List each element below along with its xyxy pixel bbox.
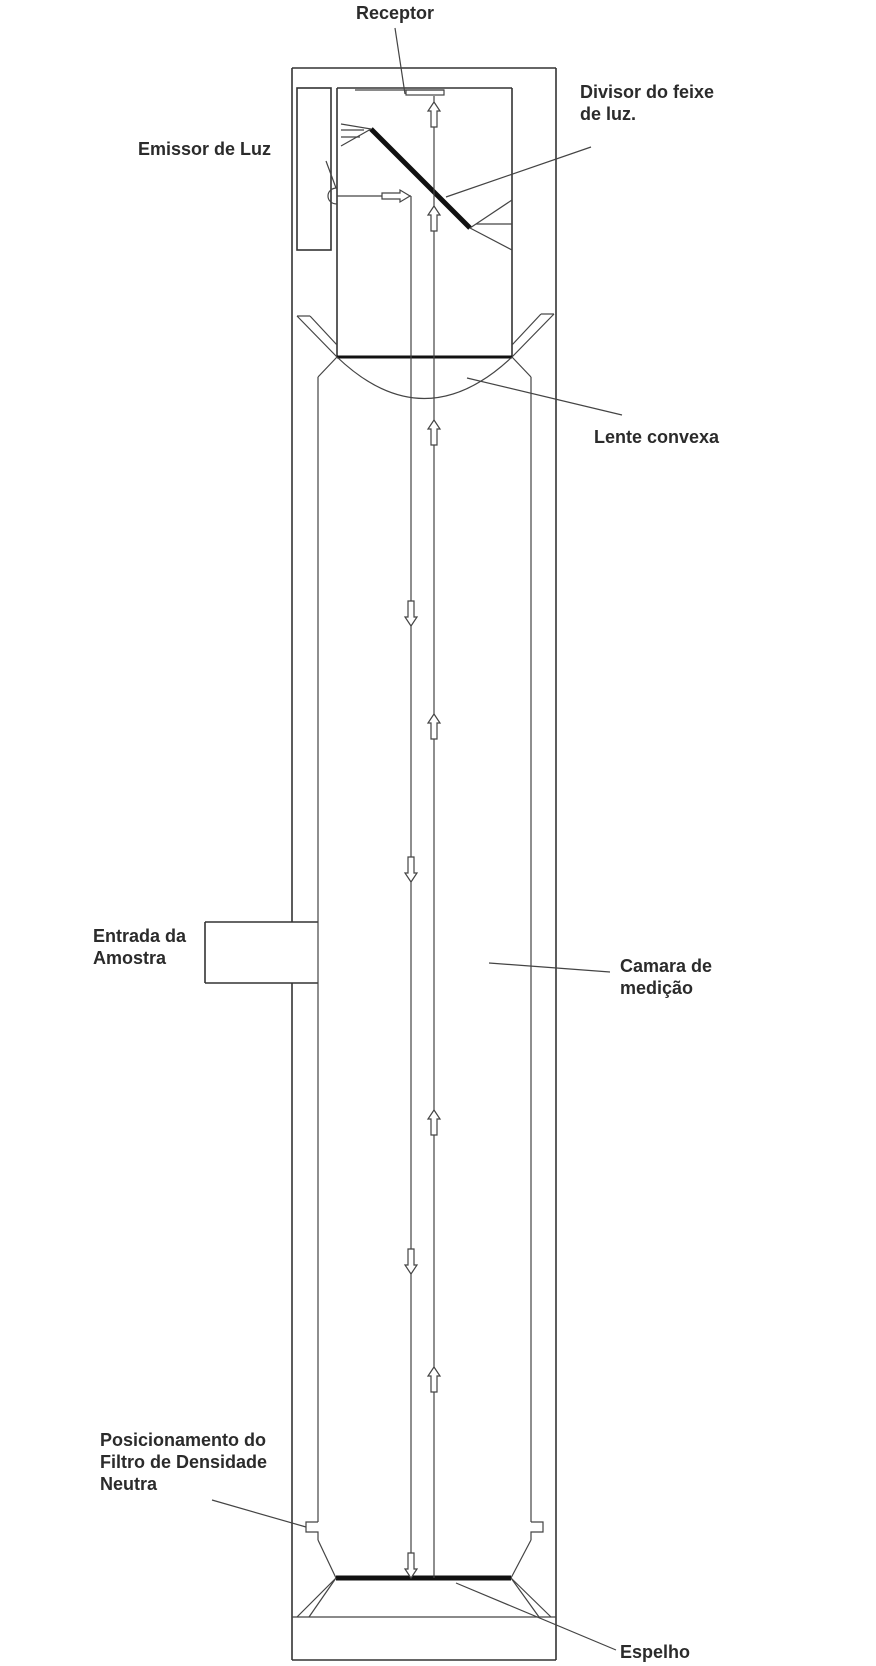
down-arrow bbox=[403, 1248, 419, 1276]
down-arrow bbox=[403, 1552, 419, 1580]
convex-lens bbox=[336, 355, 513, 399]
mirror-assembly bbox=[292, 1539, 556, 1618]
up-arrow bbox=[426, 204, 442, 232]
sample-inlet-label: Entrada da Amostra bbox=[93, 925, 186, 969]
beam-splitter-label-line-1: Divisor do feixe bbox=[580, 82, 715, 102]
up-arrow bbox=[426, 418, 442, 446]
measurement-chamber-label: Camara de medição bbox=[620, 955, 712, 999]
up-arrow bbox=[426, 1365, 442, 1393]
up-arrow bbox=[426, 100, 442, 128]
sample-inlet bbox=[204, 921, 318, 984]
receptor-plate bbox=[355, 89, 445, 96]
filter-notches bbox=[305, 1521, 544, 1540]
optical-chamber bbox=[336, 87, 513, 357]
filter-position-label: Posicionamento do Filtro de Densidade Ne… bbox=[100, 1429, 267, 1495]
inner-walls bbox=[317, 356, 532, 1522]
up-arrow bbox=[426, 712, 442, 740]
filter-position-label-line-1: Posicionamento do bbox=[100, 1430, 267, 1450]
mirror-label: Espelho bbox=[620, 1642, 691, 1662]
sample-inlet-label-line-2: Amostra bbox=[93, 948, 167, 968]
emitter-label: Emissor de Luz bbox=[138, 139, 272, 159]
receptor-label: Receptor bbox=[356, 3, 435, 23]
beam-splitter bbox=[340, 123, 513, 251]
leader-lines bbox=[211, 27, 623, 1651]
right-arrow bbox=[381, 188, 412, 204]
lens-struts bbox=[296, 313, 555, 358]
down-arrow bbox=[403, 856, 419, 884]
down-arrow bbox=[403, 600, 419, 628]
beam-arrows bbox=[381, 100, 442, 1580]
sample-inlet-label-line-1: Entrada da bbox=[93, 926, 187, 946]
light-path bbox=[337, 96, 435, 1578]
lens-label: Lente convexa bbox=[594, 427, 720, 447]
beam-splitter-label-line-2: de luz. bbox=[580, 104, 637, 124]
filter-position-label-line-3: Neutra bbox=[100, 1474, 158, 1494]
emitter-housing bbox=[296, 87, 332, 251]
beam-splitter-label: Divisor do feixe de luz. bbox=[580, 81, 714, 125]
up-arrow bbox=[426, 1108, 442, 1136]
measurement-chamber-label-line-2: medição bbox=[620, 978, 694, 998]
emitter-bulb bbox=[327, 187, 338, 205]
filter-position-label-line-2: Filtro de Densidade bbox=[100, 1452, 268, 1472]
outer-tube bbox=[291, 67, 557, 1661]
measurement-chamber-label-line-1: Camara de bbox=[620, 956, 713, 976]
